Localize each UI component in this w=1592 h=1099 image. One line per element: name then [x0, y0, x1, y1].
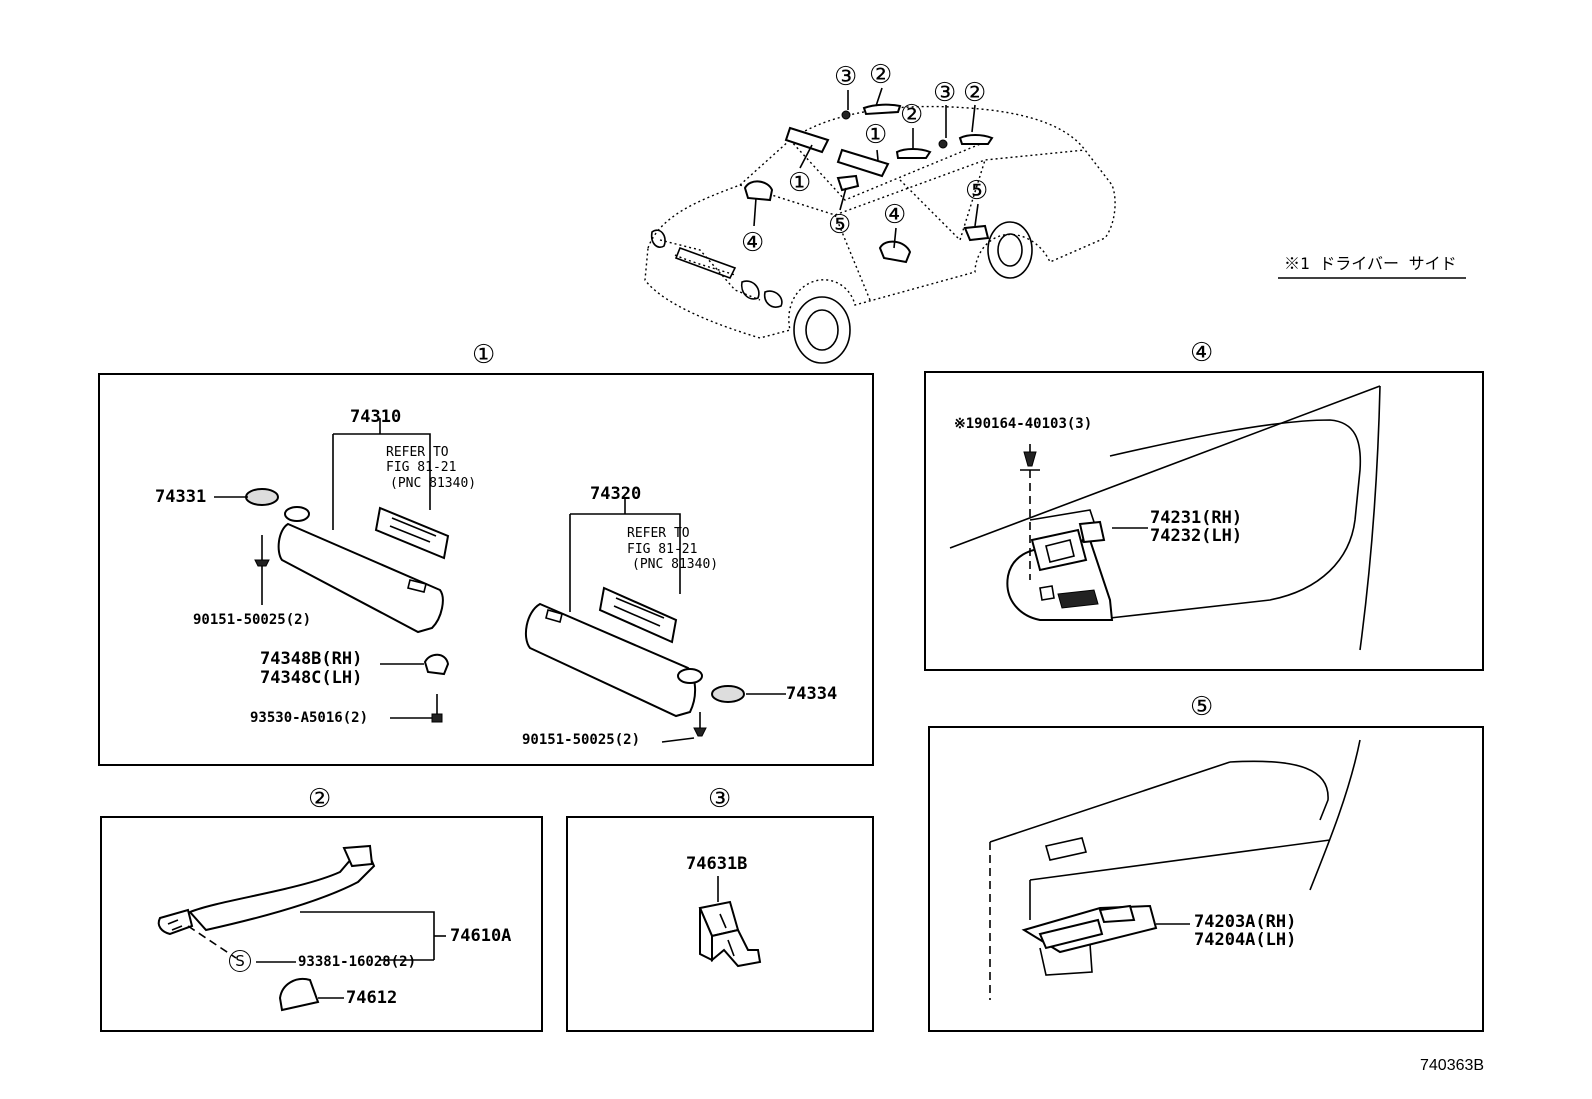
part-74203a-label: 74203A(RH)	[1194, 912, 1297, 932]
section-4-art	[949, 385, 1381, 651]
part-90151-a-label: 90151-50025(2)	[193, 612, 312, 628]
section-1-marker: ①	[472, 340, 496, 370]
part-74612-label: 74612	[346, 988, 398, 1008]
part-74320-label: 74320	[590, 484, 642, 504]
car-callout: ⑤	[965, 176, 989, 206]
car-callout: ③	[933, 78, 957, 108]
section-1-frame	[98, 373, 874, 766]
refer-b-line-3: (PNC 81340)	[632, 557, 719, 572]
part-93530-label: 93530-A5016(2)	[250, 710, 369, 726]
car-callout: ③	[834, 62, 858, 92]
section-4-marker: ④	[1190, 338, 1214, 368]
section-2-marker: ②	[308, 784, 332, 814]
car-callout: ①	[788, 168, 812, 198]
section-2-frame	[100, 816, 543, 1032]
section-4-frame	[924, 371, 1484, 671]
car-callout: ②	[963, 78, 987, 108]
refer-b-line-2: FIG 81-21	[627, 542, 698, 557]
car-callout: ⑤	[828, 210, 852, 240]
part-74231-label: 74231(RH)	[1150, 508, 1243, 528]
part-90151-b-label: 90151-50025(2)	[522, 732, 641, 748]
refer-a-line-3: (PNC 81340)	[390, 476, 477, 491]
section-1-art	[214, 418, 786, 743]
part-93381-label: 93381-16028(2)	[298, 954, 417, 970]
section-5-frame	[928, 726, 1484, 1032]
section-3-marker: ③	[708, 784, 732, 814]
section-5-marker: ⑤	[1190, 692, 1214, 722]
section-3-frame	[566, 816, 874, 1032]
part-74310-label: 74310	[350, 407, 402, 427]
s-marker-circle: S	[229, 950, 251, 972]
car-illustration	[644, 87, 1466, 364]
car-callout: ④	[741, 228, 765, 258]
section-3-art	[698, 876, 762, 968]
part-90164-label: ※190164-40103(3)	[954, 416, 1093, 432]
part-74348c-label: 74348C(LH)	[260, 668, 363, 688]
part-74631b-label: 74631B	[686, 854, 748, 874]
refer-a-line-1: REFER TO	[386, 445, 449, 460]
section-2-art	[157, 844, 446, 1012]
diagram-code: 740363B	[1420, 1057, 1485, 1074]
refer-b-line-1: REFER TO	[627, 526, 690, 541]
car-callout: ②	[900, 100, 924, 130]
car-callout: ②	[869, 60, 893, 90]
part-74331-label: 74331	[155, 487, 207, 507]
part-74204a-label: 74204A(LH)	[1194, 930, 1297, 950]
part-74334-label: 74334	[786, 684, 838, 704]
car-callout: ①	[864, 120, 888, 150]
part-74348b-label: 74348B(RH)	[260, 649, 363, 669]
driver-side-note: ※1 ドライバー サイド	[1284, 254, 1457, 273]
part-74610a-label: 74610A	[450, 926, 512, 946]
refer-a-line-2: FIG 81-21	[386, 460, 457, 475]
part-74232-label: 74232(LH)	[1150, 526, 1243, 546]
section-5-art	[989, 739, 1361, 1000]
s-marker-label: S	[235, 952, 245, 970]
car-callout: ④	[883, 200, 907, 230]
